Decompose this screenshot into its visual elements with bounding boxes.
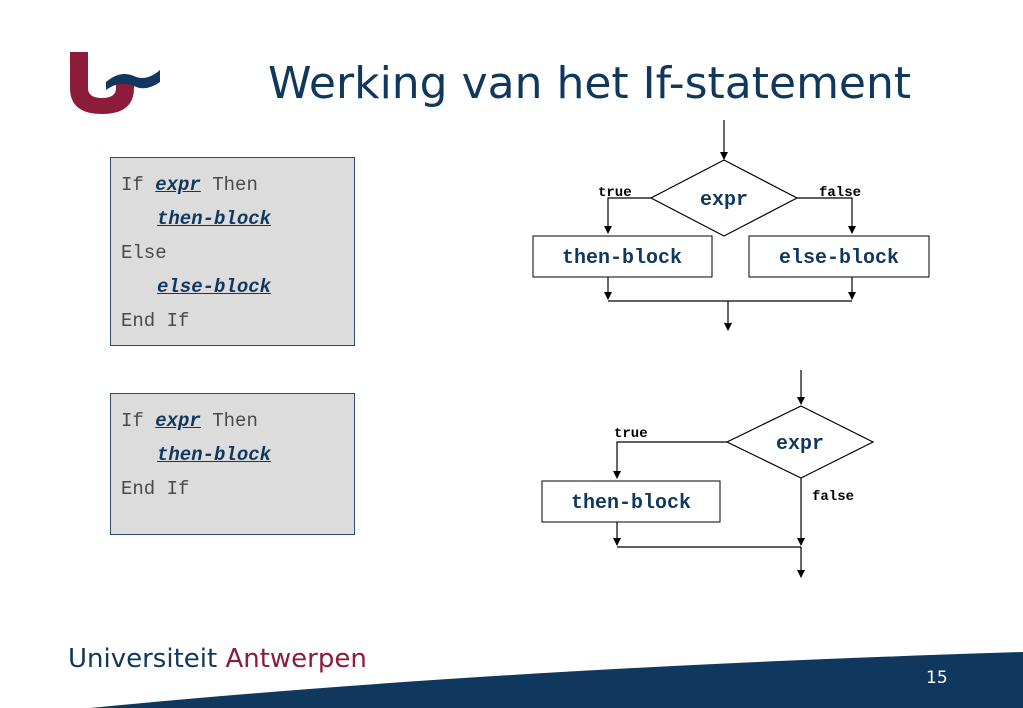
code-line-end-if: End If	[121, 472, 354, 506]
true-branch-arrow	[604, 197, 651, 234]
false-branch-arrow	[797, 197, 856, 234]
footer-university-name: Universiteit Antwerpen	[68, 644, 367, 674]
placeholder-else-block: else-block	[157, 276, 272, 298]
code-line-else: Else	[121, 236, 354, 270]
code-line-then-block: then-block	[121, 438, 354, 472]
code-box-if-then: If expr Then then-block End If	[110, 393, 355, 535]
then-block-box	[532, 235, 713, 278]
keyword-else: Else	[121, 242, 167, 264]
footer-universiteit: Universiteit	[68, 644, 218, 674]
code-line-if: If expr Then	[121, 168, 354, 202]
footer-antwerpen: Antwerpen	[225, 644, 367, 674]
keyword-if: If	[121, 410, 144, 432]
code-line-else-block: else-block	[121, 270, 354, 304]
else-block-box	[748, 235, 930, 278]
university-logo	[70, 52, 160, 114]
flow2-then-block-label: then-block	[571, 492, 691, 515]
flow1-false-label: false	[819, 185, 861, 201]
flowchart-if-then	[541, 370, 875, 578]
slide-title: Werking van het If-statement	[268, 58, 912, 109]
placeholder-then-block: then-block	[157, 208, 272, 230]
keyword-then: Then	[212, 174, 258, 196]
true-branch-arrow	[613, 441, 727, 479]
flow2-false-label: false	[812, 489, 854, 505]
then-block-box	[541, 480, 721, 523]
keyword-then: Then	[212, 410, 258, 432]
keyword-end-if: End If	[121, 310, 190, 332]
code-line-if: If expr Then	[121, 404, 354, 438]
placeholder-expr: expr	[155, 174, 201, 196]
code-line-end-if: End If	[121, 304, 354, 338]
placeholder-then-block: then-block	[157, 444, 272, 466]
placeholder-expr: expr	[155, 410, 201, 432]
footer-band	[90, 652, 1023, 708]
code-line-then-block: then-block	[121, 202, 354, 236]
keyword-end-if: End If	[121, 478, 190, 500]
flow1-condition-label: expr	[700, 189, 748, 212]
flow2-condition-label: expr	[776, 433, 824, 456]
flow2-true-label: true	[614, 426, 648, 442]
flow1-else-block-label: else-block	[779, 247, 899, 270]
flow1-true-label: true	[598, 185, 632, 201]
flowchart-if-then-else	[532, 120, 930, 331]
flow1-then-block-label: then-block	[562, 247, 682, 270]
page-number: 15	[926, 668, 948, 688]
code-box-if-then-else: If expr Then then-block Else else-block …	[110, 157, 355, 346]
condition-diamond	[649, 159, 799, 237]
keyword-if: If	[121, 174, 144, 196]
